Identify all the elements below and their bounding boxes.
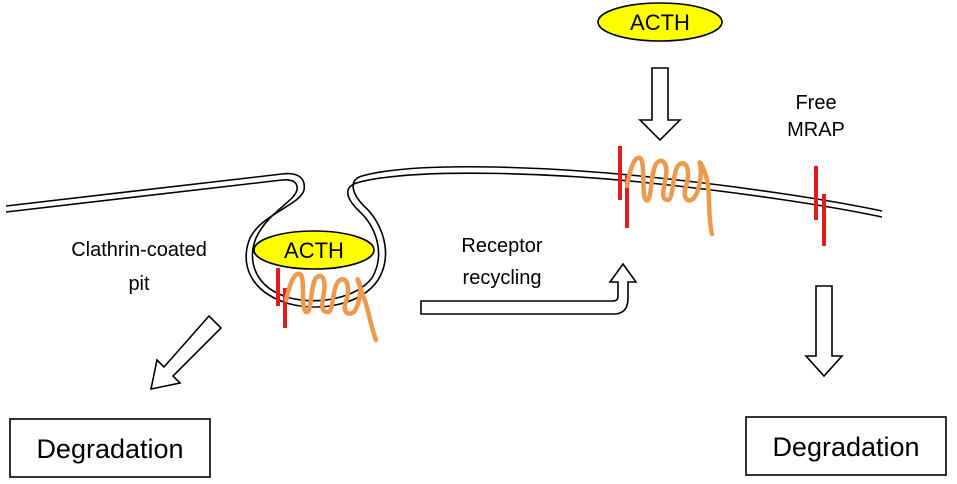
degradation-box-left-frame <box>9 418 211 478</box>
free-mrap-bar-icon <box>814 166 826 246</box>
degradation-box-left-label: Degradation <box>36 434 183 464</box>
degradation-box-right-label: Degradation <box>772 432 919 462</box>
recycling-label-line2: recycling <box>463 267 542 289</box>
degradation-box-left: Degradation <box>9 418 211 478</box>
acth-pit-ellipse <box>253 230 375 270</box>
recycling-label-line1: Receptor <box>461 235 542 257</box>
clathrin-pit-label-line2: pit <box>128 273 150 295</box>
membrane-inner-line <box>5 172 883 302</box>
acth-label: ACTH <box>630 10 690 35</box>
pit-receptor-complex <box>276 268 379 343</box>
binding-arrow-icon <box>638 67 682 142</box>
degradation-arrow-right-icon <box>804 285 844 378</box>
free-mrap-label-line1: Free <box>795 92 836 114</box>
degradation-box-right: Degradation <box>745 416 947 476</box>
receptor-coil-icon <box>624 155 715 237</box>
pit-receptor-coil-icon <box>283 271 379 343</box>
acth-pit-label: ACTH <box>284 238 344 263</box>
acth-in-pit: ACTH <box>253 230 375 270</box>
pit-mrap-bar-icon <box>276 268 287 328</box>
surface-receptor-complex <box>618 146 715 237</box>
acth-ellipse <box>597 2 723 42</box>
acth-free: ACTH <box>597 2 723 42</box>
degradation-arrow-left-icon <box>149 314 223 391</box>
clathrin-pit-label-line1: Clathrin-coated <box>71 239 207 261</box>
degradation-box-right-frame <box>745 416 947 476</box>
recycling-arrow-icon <box>420 262 638 315</box>
free-mrap-label-line2: MRAP <box>787 119 845 141</box>
